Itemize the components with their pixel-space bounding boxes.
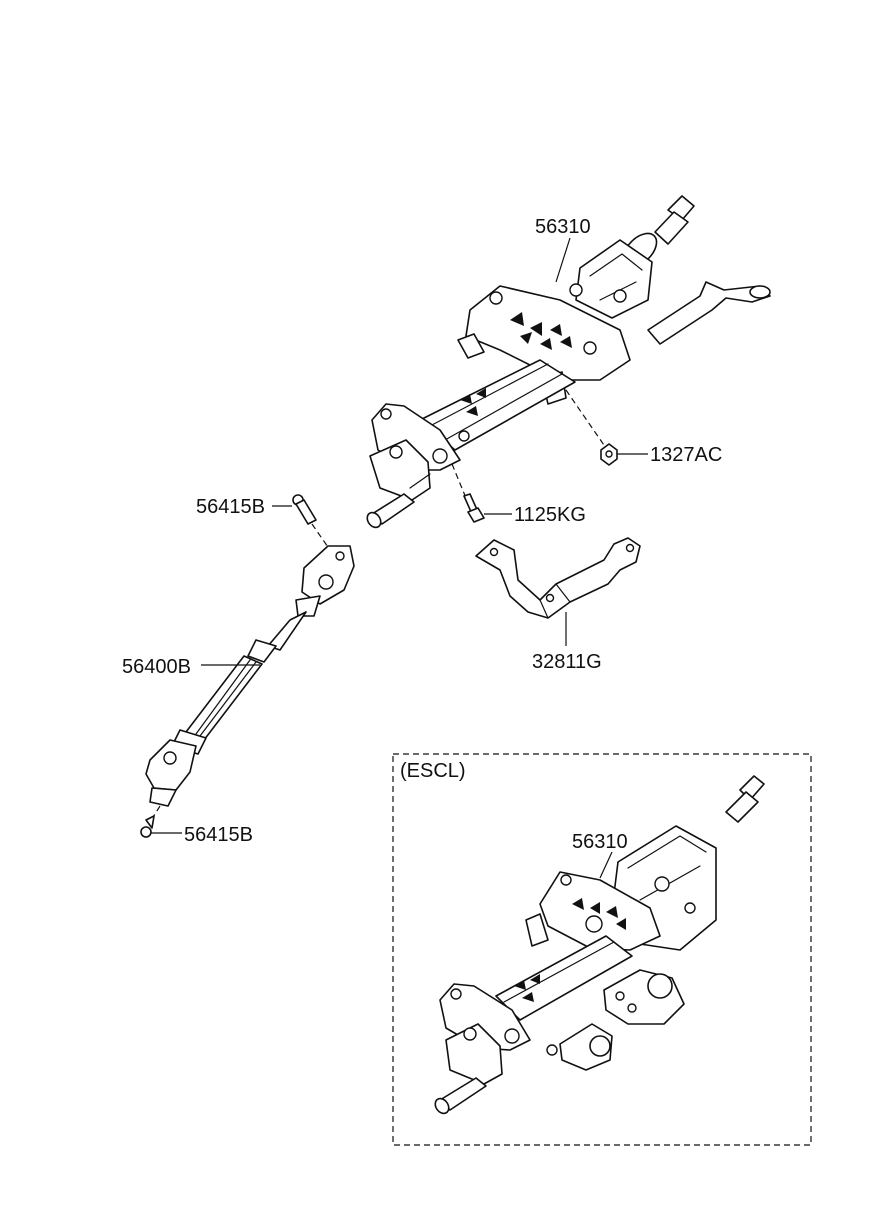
- label-shaft: 56400B: [122, 656, 191, 678]
- steering-column-escl-assembly: [434, 775, 765, 1115]
- escl-box-title: (ESCL): [400, 760, 466, 782]
- bracket-32811g: [475, 537, 641, 646]
- bolt-1125kg: [451, 463, 512, 523]
- label-column-escl: 56310: [572, 831, 628, 853]
- steering-column-assembly: [366, 195, 771, 529]
- bolt-56415b-lower: [140, 805, 182, 838]
- label-bracket: 32811G: [532, 651, 602, 673]
- label-bolt-mid: 1125KG: [514, 504, 586, 526]
- escl-variant-box: [392, 753, 812, 1146]
- label-nut: 1327AC: [650, 444, 722, 466]
- label-column-main: 56310: [535, 216, 591, 238]
- bolt-56415b-upper: [272, 494, 331, 551]
- nut-1327ac: [565, 389, 648, 466]
- label-bolt-lower: 56415B: [184, 824, 253, 846]
- intermediate-shaft-56400b: [145, 545, 355, 807]
- label-bolt-upper: 56415B: [196, 496, 265, 518]
